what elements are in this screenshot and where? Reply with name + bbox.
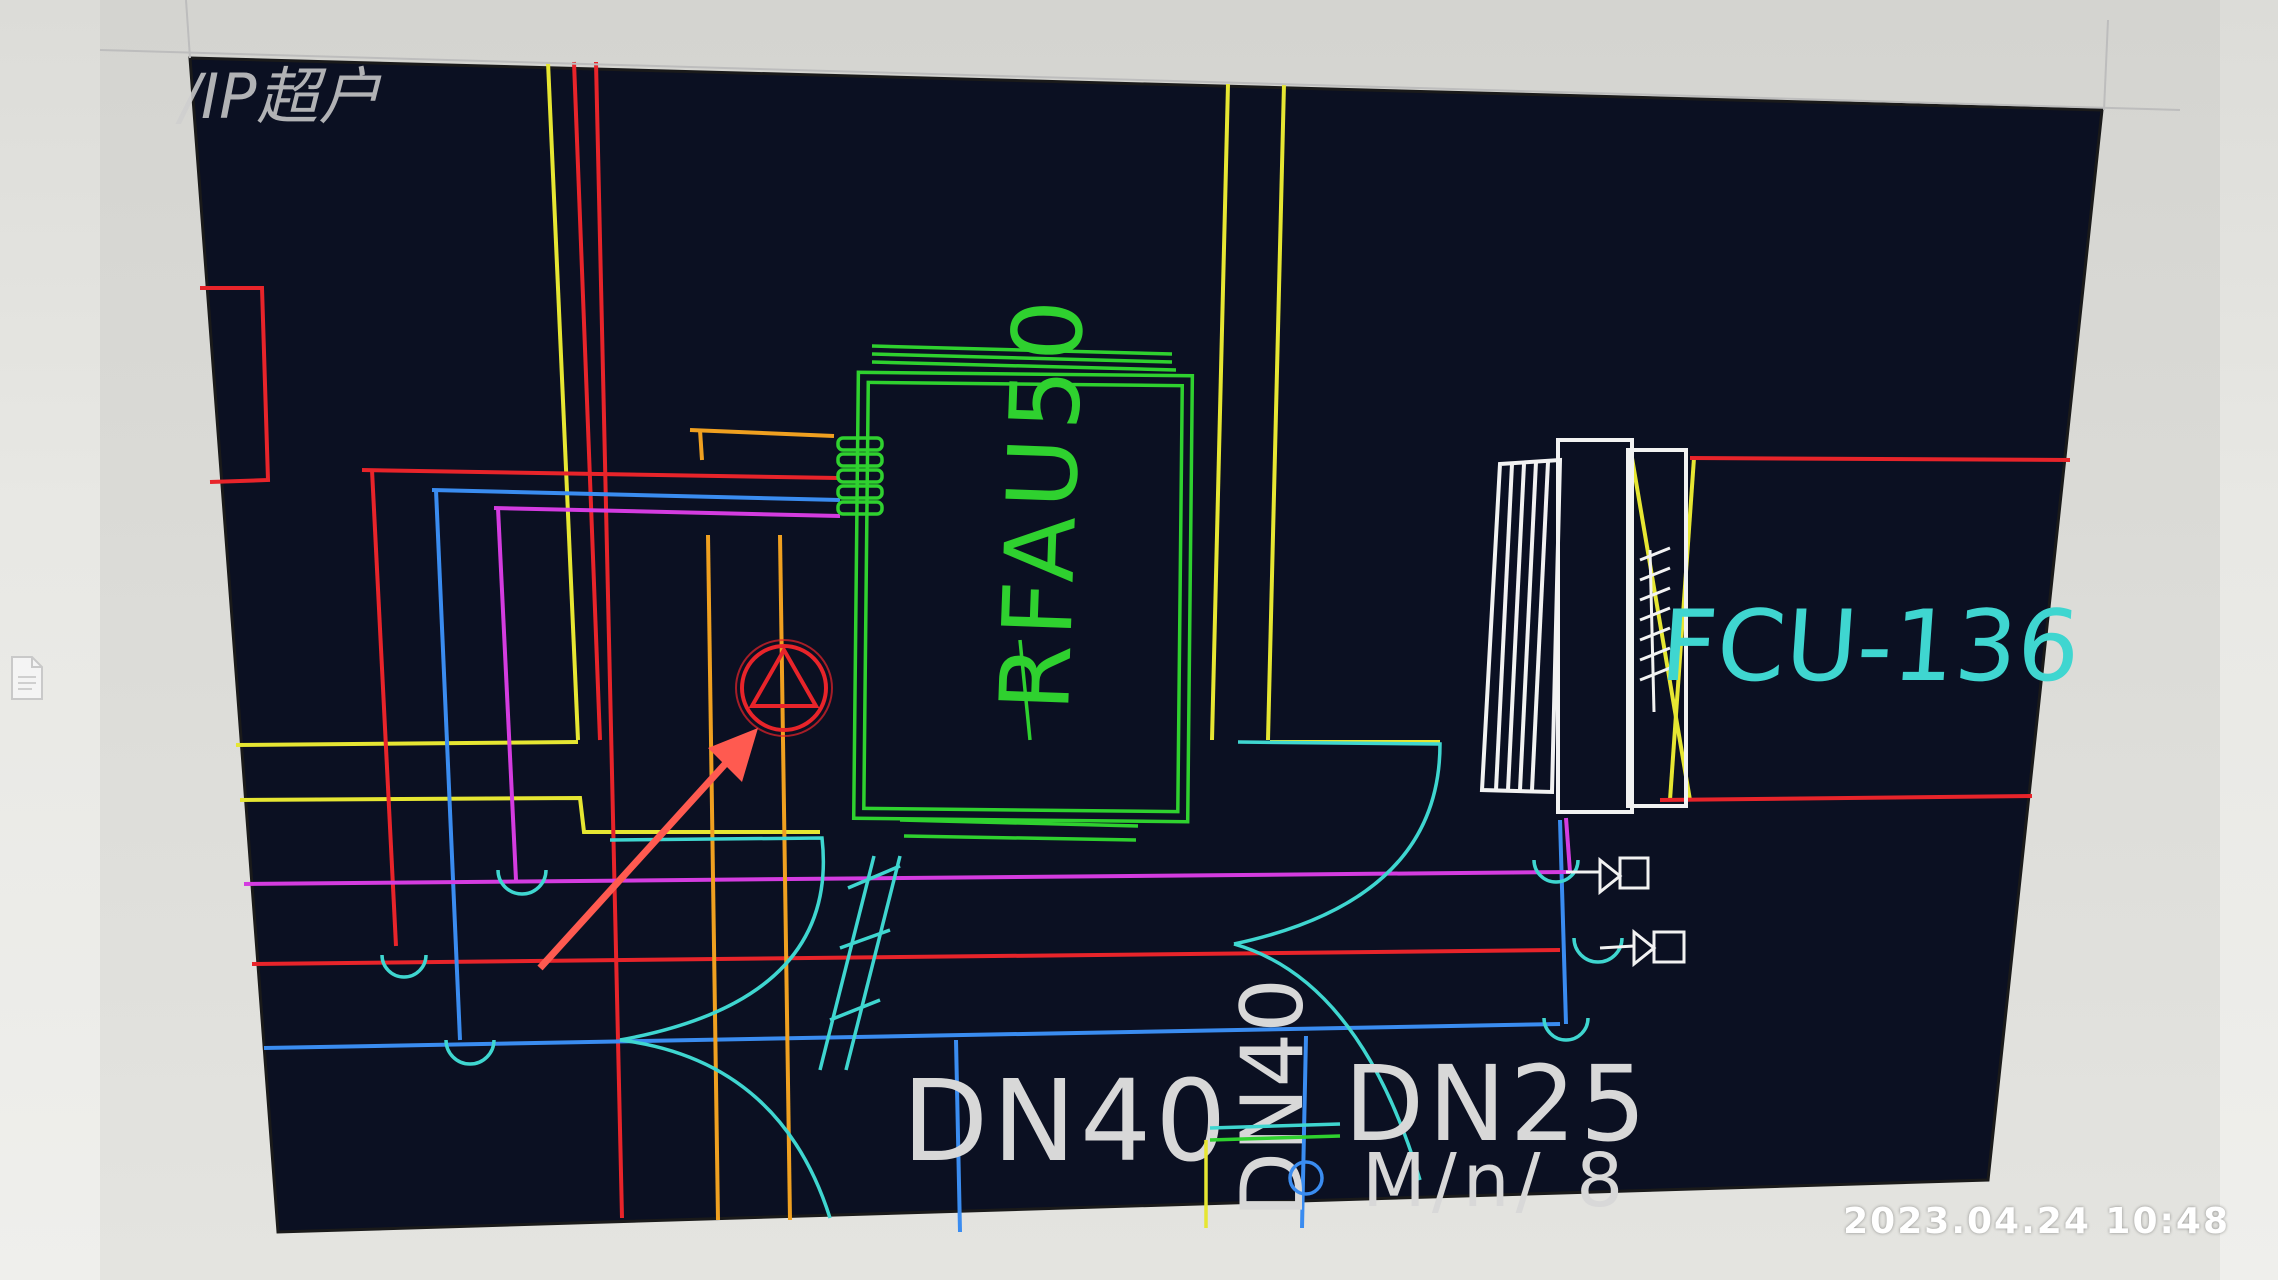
pipe-size-label-dn40-vertical: DN40 (1223, 978, 1323, 1218)
cyan-door-swings (609, 740, 1442, 1219)
red-pipes (251, 61, 2071, 1219)
arrow-annotation-icon (537, 728, 758, 971)
valve-icon[interactable] (1566, 856, 1686, 968)
rfau50-equipment[interactable] (836, 344, 1195, 842)
red-room-outline (200, 286, 271, 484)
yellow-walls (235, 61, 1696, 834)
blue-pipes (263, 488, 1568, 1233)
drawing-label-top-left: /IP超户 (175, 60, 383, 133)
partial-label: M/n/ 8 (1362, 1138, 1629, 1224)
document-icon (11, 656, 43, 700)
fcu-unit[interactable] (1479, 438, 1688, 814)
magenta-pipes (243, 506, 1572, 886)
bottom-marker-lines (1204, 1122, 1341, 1228)
fcu-filter-hatch (1639, 546, 1671, 713)
cad-canvas[interactable] (190, 58, 2102, 1232)
coil-connections (836, 436, 884, 516)
orange-pipes (689, 428, 835, 1221)
pipe-size-label-dn25: DN25 (1344, 1043, 1650, 1165)
pump-icon[interactable] (735, 639, 833, 737)
pipe-size-label-dn40: DN40 (902, 1057, 1231, 1187)
equipment-label: RFAU50 (979, 290, 1106, 713)
monitor-bezel-lines (99, 0, 2181, 111)
photo-timestamp: 2023.04.24 10:48 (1843, 1201, 2230, 1242)
fcu-label: FCU-136 (1657, 590, 2084, 704)
